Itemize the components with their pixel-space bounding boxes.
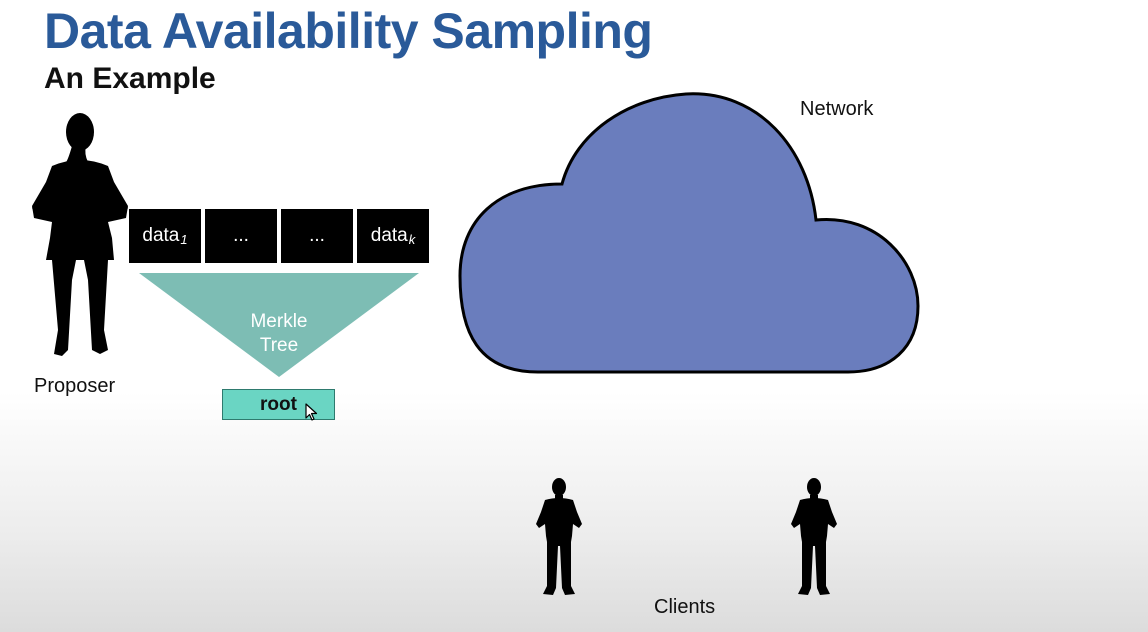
- client-2-silhouette-icon: [791, 478, 837, 595]
- merkle-label-line2: Tree: [259, 335, 299, 356]
- merkle-tree-label: Merkle Tree: [219, 310, 339, 358]
- merkle-tree-triangle: [139, 273, 419, 377]
- mouse-cursor-icon: [305, 403, 318, 421]
- data-block-1-sub: 1: [180, 231, 188, 247]
- data-block-2-text: ...: [233, 225, 249, 246]
- merkle-label-line1: Merkle: [250, 311, 308, 332]
- network-label: Network: [800, 98, 874, 120]
- data-block-3-text: ...: [309, 225, 325, 246]
- data-block-3: ...: [281, 209, 353, 263]
- proposer-silhouette-icon: [32, 113, 128, 356]
- client-1-silhouette-icon: [536, 478, 582, 595]
- root-button[interactable]: root: [222, 389, 335, 420]
- data-block-2: ...: [205, 209, 277, 263]
- data-block-1-text: data: [142, 225, 180, 246]
- data-block-k-text: data: [370, 225, 408, 246]
- data-block-k-sub: k: [408, 231, 416, 247]
- proposer-label: Proposer: [34, 375, 116, 397]
- slide-subtitle: An Example: [44, 62, 216, 95]
- clients-label: Clients: [654, 596, 716, 618]
- slide-title: Data Availability Sampling: [44, 3, 653, 59]
- network-cloud-icon: [458, 92, 920, 374]
